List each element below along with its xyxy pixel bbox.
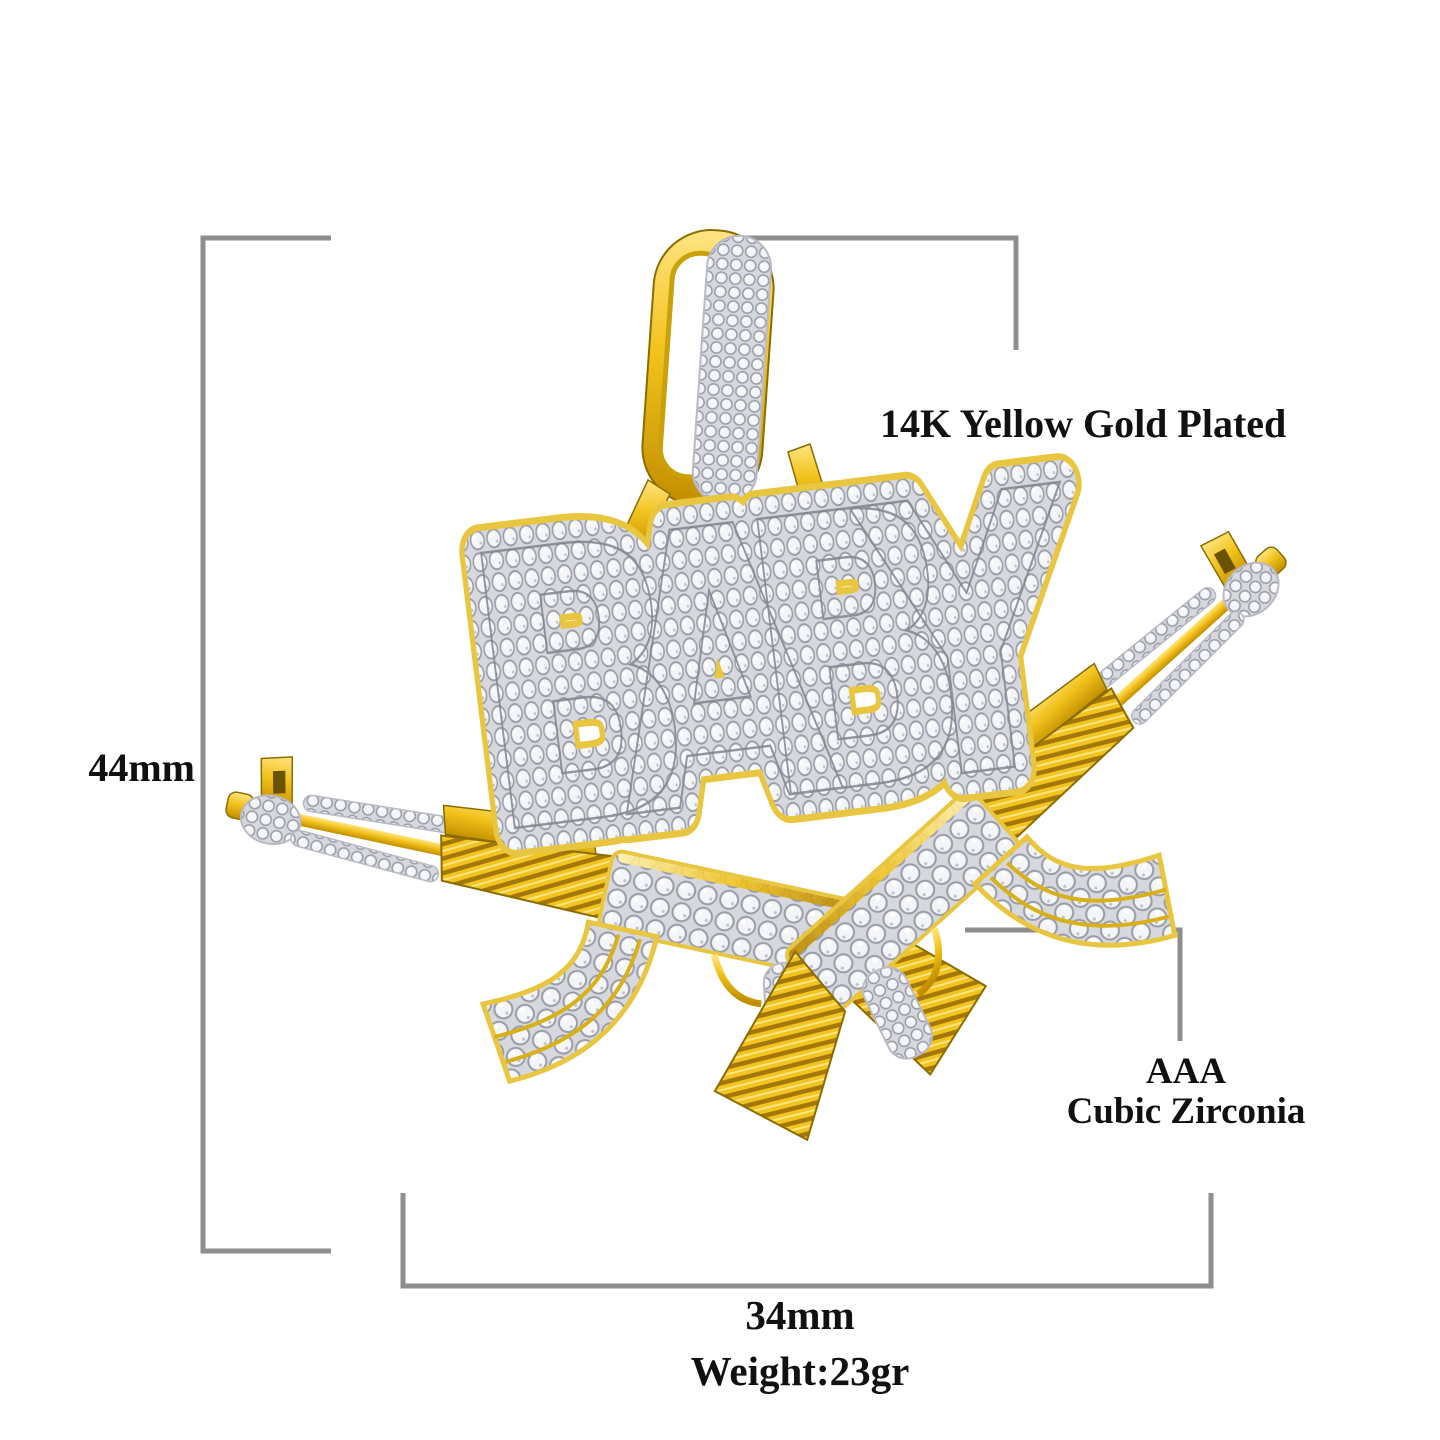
height-label: 44mm [88, 745, 195, 790]
right-rifle-sight-slot [1213, 548, 1236, 575]
bail-connector-right [787, 443, 831, 517]
stone-callout-line [965, 927, 1183, 1041]
left-rifle-sight-slot [272, 770, 286, 794]
left-rifle-magazine [479, 919, 660, 1085]
right-rifle-grip [861, 966, 933, 1060]
left-rifle-magazine-rail-2 [493, 934, 621, 1039]
material-label: 14K Yellow Gold Plated [880, 401, 1287, 446]
height-dimension-bracket [200, 235, 331, 1254]
stone-type-label: Cubic Zirconia [1066, 1091, 1306, 1132]
right-rifle-stock [713, 949, 847, 1142]
left-rifle-iced-muzzle [239, 794, 302, 846]
right-rifle-iced-strip-top [1093, 587, 1217, 691]
pendant-image: BABY BABY BABY [225, 229, 1287, 1142]
material-callout-line [724, 235, 1019, 350]
pendant-bail [641, 229, 775, 507]
right-rifle-magazine-rail-2 [1005, 861, 1167, 903]
bail-iced-band [691, 234, 773, 505]
right-rifle-iced-muzzle [1222, 561, 1280, 618]
stone-grade-label: AAA [1145, 1051, 1227, 1092]
right-rifle-trigger-guard [916, 927, 943, 997]
left-rifle-trigger-guard [710, 954, 762, 1008]
width-dimension-bracket [400, 1193, 1214, 1289]
weight-label: Weight:23gr [690, 1348, 910, 1394]
bail-connector-left [619, 478, 671, 554]
right-rifle-bolt-rail [788, 794, 970, 959]
pendant-baby-letters: BABY BABY BABY [421, 383, 1130, 947]
left-rifle-iced-strip-bottom [290, 829, 440, 883]
right-rifle-magazine [971, 833, 1178, 948]
right-rifle-barrel [1106, 590, 1241, 713]
width-label: 34mm [745, 1292, 855, 1338]
left-rifle-magazine-rail [505, 938, 642, 1064]
left-rifle-barrel [284, 810, 454, 859]
right-rifle-iced-strip-bottom [1130, 611, 1245, 725]
right-rifle-magazine-rail [989, 876, 1170, 928]
right-rifle-icon [713, 530, 1287, 1142]
baby-letters-inner-outline: BABY [446, 408, 1105, 921]
left-rifle-bolt-rail [618, 853, 854, 911]
